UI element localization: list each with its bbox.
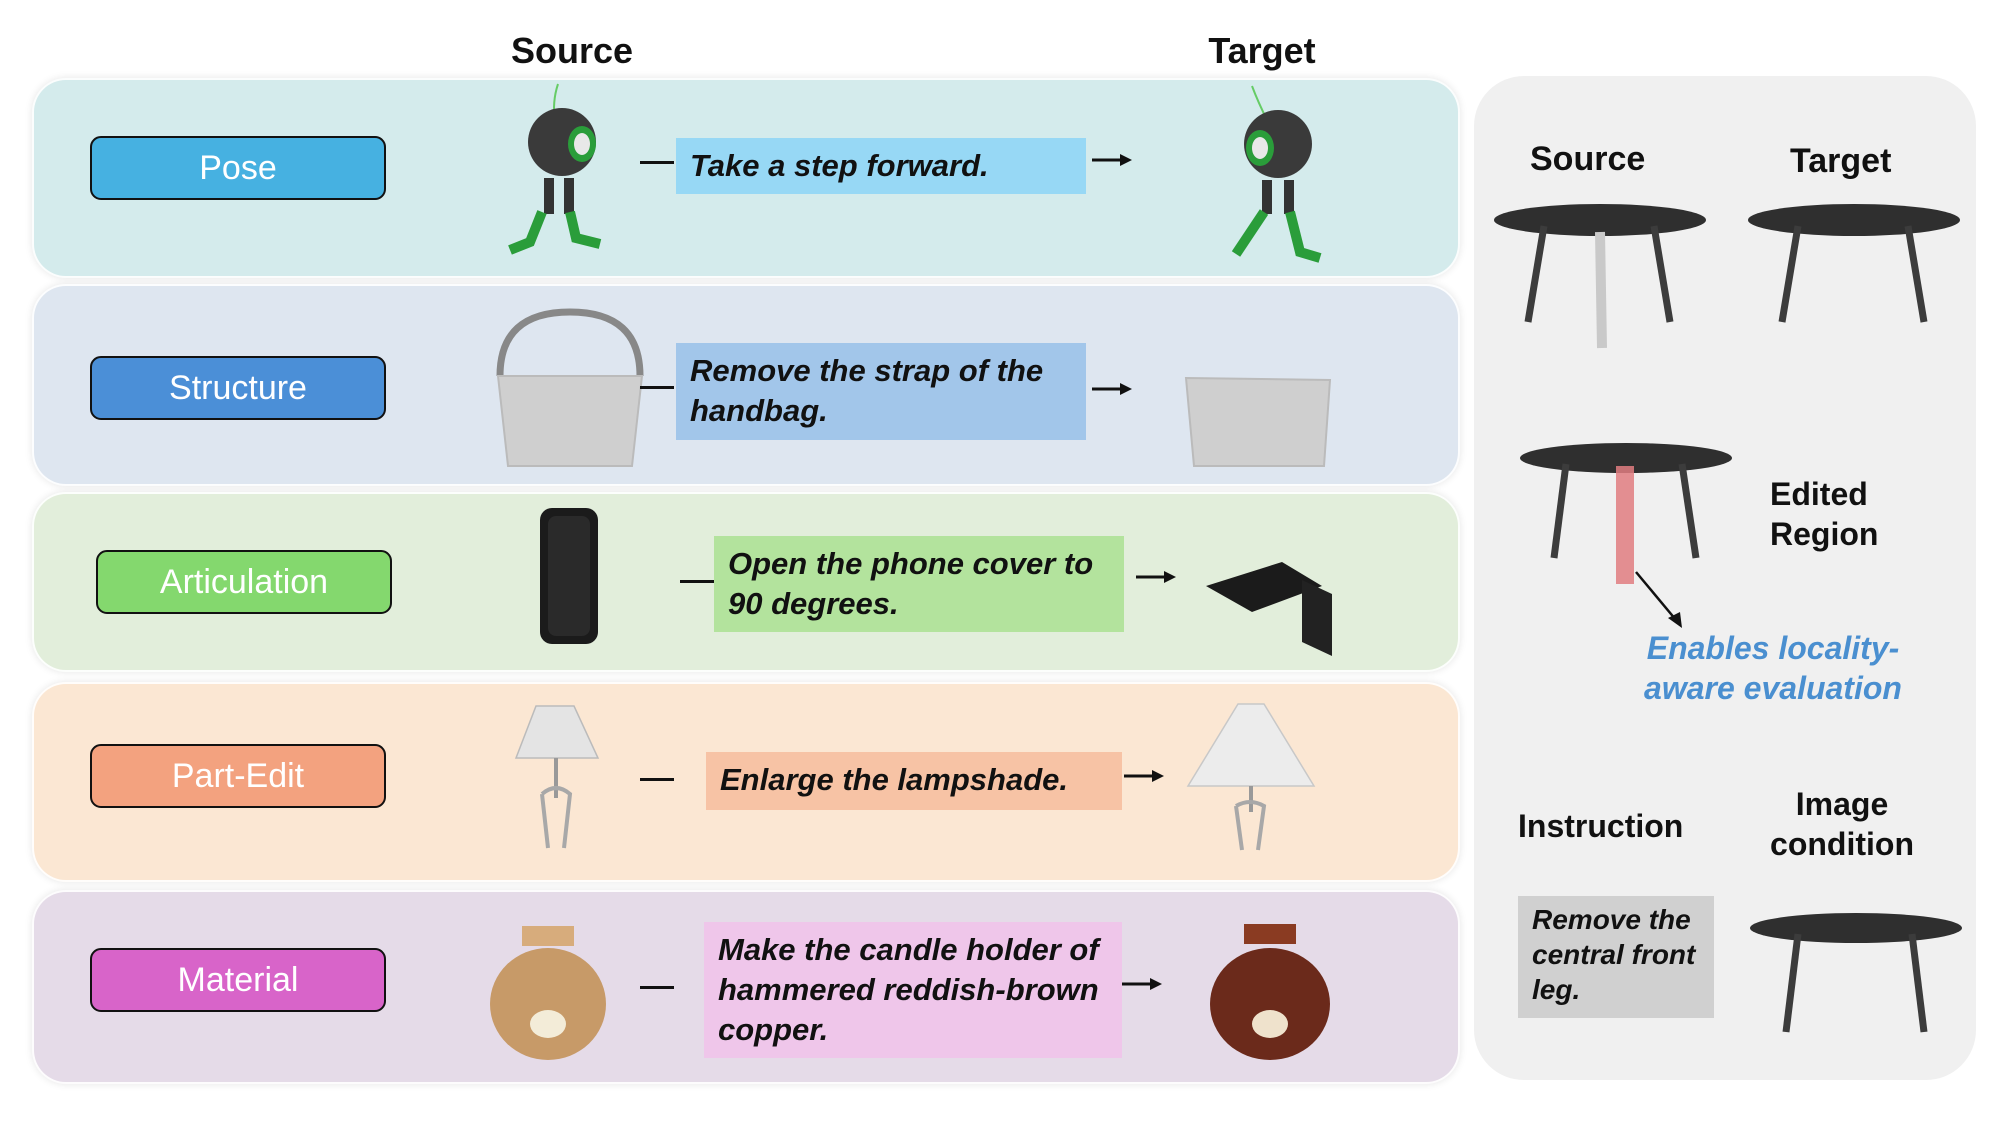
edited-region-label: Edited Region	[1770, 476, 1879, 552]
target-phone-illustration	[1206, 562, 1332, 656]
row-pose: Pose	[32, 78, 1460, 278]
category-tag-articulation: Articulation	[96, 550, 392, 614]
source-column-header: Source	[510, 30, 634, 71]
target-lamp-illustration	[1186, 703, 1316, 851]
instruction-material: Make the candle holder of hammered reddi…	[704, 922, 1122, 1058]
panel-source-label: Source	[1530, 140, 1646, 178]
instruction-articulation: Open the phone cover to 90 degrees.	[714, 536, 1124, 632]
locality-aware-note: Enables locality-aware evaluation	[1644, 630, 1902, 706]
source-candle-holder-illustration	[490, 926, 606, 1060]
connector-line	[640, 778, 674, 781]
target-robot-illustration	[1231, 85, 1322, 263]
source-table-illustration	[1494, 204, 1706, 349]
source-handbag-illustration	[496, 308, 644, 467]
arrow-down-right-icon	[1635, 571, 1682, 628]
source-phone-illustration	[540, 508, 598, 644]
connector-line	[640, 386, 674, 389]
arrow-right-icon	[1136, 571, 1176, 583]
instruction-pose: Take a step forward.	[676, 138, 1086, 194]
example-instruction-box: Remove the central front leg.	[1518, 896, 1714, 1018]
source-robot-illustration	[508, 83, 602, 255]
panel-target-label: Target	[1790, 142, 1892, 180]
connector-line	[640, 161, 674, 164]
source-lamp-illustration	[514, 705, 600, 849]
arrow-right-icon	[1092, 154, 1132, 166]
category-tag-part-edit: Part-Edit	[90, 744, 386, 808]
arrow-right-icon	[1124, 770, 1164, 782]
category-tag-material: Material	[90, 948, 386, 1012]
arrow-right-icon	[1122, 978, 1162, 990]
connector-line	[640, 986, 674, 989]
target-column-header: Target	[1208, 30, 1316, 71]
target-table-illustration	[1748, 204, 1960, 323]
image-condition-label: Image condition	[1770, 786, 1914, 862]
arrow-right-icon	[1092, 383, 1132, 395]
instruction-label: Instruction	[1518, 808, 1684, 844]
connector-line	[680, 580, 714, 583]
category-tag-pose: Pose	[90, 136, 386, 200]
edited-region-table-illustration	[1520, 443, 1732, 584]
category-tag-structure: Structure	[90, 356, 386, 420]
instruction-structure: Remove the strap of the handbag.	[676, 343, 1086, 440]
target-candle-holder-illustration	[1210, 924, 1330, 1060]
instruction-part-edit: Enlarge the lampshade.	[706, 752, 1122, 810]
target-handbag-illustration	[1184, 376, 1332, 467]
image-condition-table-illustration	[1750, 913, 1962, 1033]
